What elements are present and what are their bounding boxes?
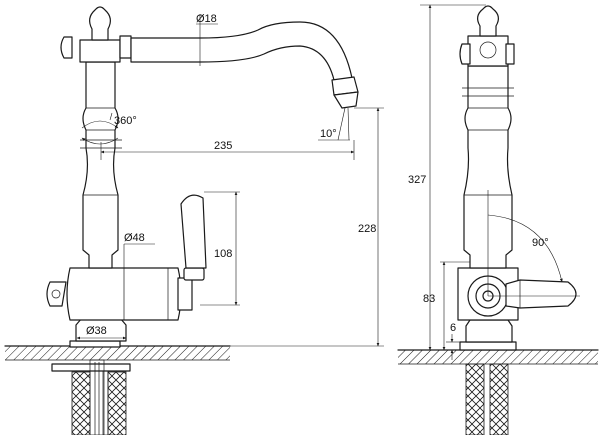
rotation-indicator	[81, 112, 119, 145]
front-top-cap	[60, 6, 132, 63]
base-diameter-label: Ø38	[86, 325, 107, 337]
reach-dimension	[100, 139, 355, 160]
spout-diameter-dimension	[196, 14, 218, 66]
handle-height-dimension	[200, 191, 240, 306]
front-spout	[130, 21, 359, 109]
aerator-angle-label: 10°	[320, 128, 337, 140]
body-diameter-label: Ø48	[124, 232, 145, 244]
base-height-dimension	[446, 334, 462, 360]
side-countertop	[397, 341, 599, 365]
rotation-label: 360°	[114, 115, 137, 127]
lever-axis-height-dimension	[440, 261, 470, 351]
front-countertop	[4, 340, 231, 361]
reach-label: 235	[214, 140, 232, 152]
front-body	[46, 267, 182, 321]
handle-height-label: 108	[214, 248, 232, 260]
side-braided-hoses	[465, 363, 509, 435]
lever-axis-height-label: 83	[423, 293, 435, 305]
spout-diameter-label: Ø18	[196, 13, 217, 25]
aerator-angle-lines	[337, 107, 350, 141]
lever-angle-label: 90°	[532, 237, 549, 249]
front-handle-lever	[177, 194, 207, 311]
side-view: 90° 327 83 6	[397, 4, 599, 435]
side-top-cap	[459, 5, 515, 67]
lever-angle-indicator	[487, 190, 580, 297]
side-handle-lever	[505, 279, 577, 309]
total-height-label: 327	[408, 174, 426, 186]
front-view: Ø18 360° 235 10° Ø48 108	[4, 6, 384, 435]
body-diameter-dimension	[123, 243, 155, 268]
front-braided-hoses	[71, 371, 127, 435]
front-column	[80, 61, 122, 269]
spout-height-dimension	[130, 107, 384, 347]
base-height-label: 6	[450, 322, 456, 334]
spout-height-label: 228	[358, 223, 376, 235]
